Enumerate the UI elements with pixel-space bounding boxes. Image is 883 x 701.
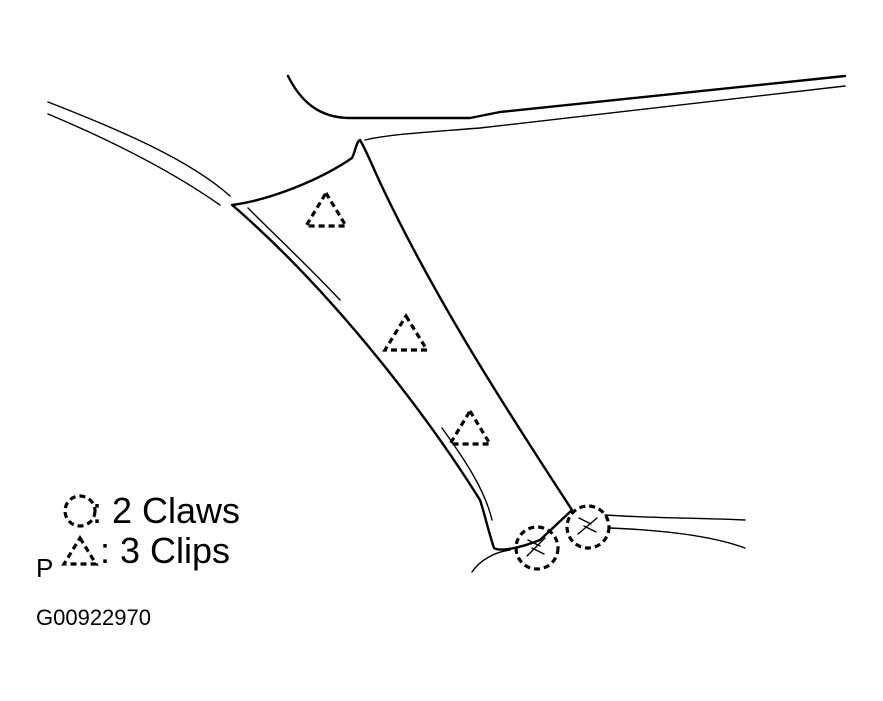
dash-upper-line (604, 514, 746, 521)
pillar-trim-outline (230, 138, 574, 551)
claw-marker-1 (514, 525, 560, 571)
legend-clips-label: : 3 Clips (100, 530, 231, 571)
figure-id: G00922970 (36, 605, 151, 630)
dashed-circle-icon (63, 494, 97, 528)
windshield-outer-line (47, 101, 231, 197)
clip-marker-1 (303, 189, 349, 228)
windshield-inner-line (47, 113, 221, 206)
claw-marker-2 (565, 504, 611, 550)
roof-lower-line (364, 85, 846, 141)
dashed-triangle-icon (61, 534, 99, 566)
pillar-lower-edge (441, 427, 493, 521)
windshield-lower-line (247, 207, 341, 301)
marker-letter: P (36, 553, 54, 583)
dash-lower-line (609, 527, 746, 549)
roof-upper-line (286, 74, 847, 120)
legend-claws-label: : 2 Claws (92, 490, 241, 531)
clip-marker-2 (382, 312, 430, 352)
clip-marker-3 (447, 407, 493, 446)
dash-left-line (471, 549, 511, 573)
